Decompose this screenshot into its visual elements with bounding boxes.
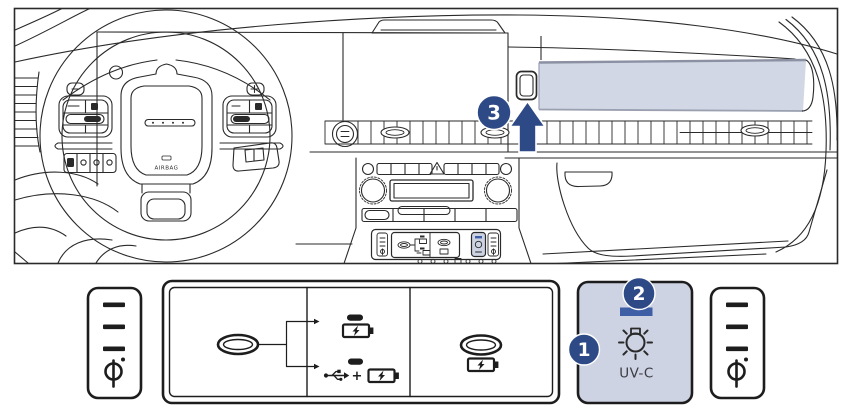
callout-3-badge [476,94,512,131]
left-stalk [54,142,113,150]
windshield-base-line [14,7,838,63]
branch-lines [257,318,320,370]
lower-left-switch-bank [63,152,117,174]
plus-sign: + [352,369,363,384]
seat-outline [14,171,137,264]
battery-charging-icon [341,323,374,339]
usb-c-port-icon [459,334,503,356]
callout-1-badge [567,333,601,366]
start-button [331,120,359,148]
callout-2-badge [622,276,656,311]
qi-wireless-charging-icon [727,357,748,388]
battery-charging-icon [367,368,399,384]
callout-1-number: 1 [578,340,591,361]
callout-2-number: 2 [633,284,646,305]
brand-logo-icon [161,155,172,161]
dash-vent-strip [324,120,813,145]
right-wheel-switch-pod [222,82,277,138]
left-wheel-switch-pod [58,82,113,138]
dash-end-cap [775,16,838,253]
uvc-button-panel: UV-C 2 1 [567,276,694,405]
device-bar-icon [347,314,363,321]
center-stack [295,157,532,265]
usb-charging-panel: + [161,279,561,405]
glove-box [542,162,828,265]
paddle-shifter [232,142,280,172]
battery-charging-icon [466,357,499,373]
usb-c-port-icon [216,333,260,356]
right-wireless-charging-pad [709,286,766,400]
charge-only-icons [341,314,374,339]
device-bar-icon [348,358,363,365]
console-uvc-button [470,231,487,258]
up-arrow-icon [508,100,547,153]
driver-door-vent [14,71,41,153]
uvc-label: UV-C [619,366,654,382]
illustration-frame [13,7,839,265]
callout-3-number: 3 [487,102,501,125]
left-wireless-charging-pad [86,286,143,400]
uvc-indicator-bar [620,307,653,316]
callout-3-group: 3 [476,94,547,153]
console-port-panel [370,228,502,264]
data-and-charge-icons: + [323,358,399,384]
usb-data-icon [323,369,350,381]
qi-wireless-charging-icon [104,357,125,388]
dash-seam-lines [309,151,838,159]
tray-open-button [515,36,542,101]
hazard-button-icon [429,161,445,175]
airbag-label: AIRBAG [155,166,179,172]
uv-lamp-icon [618,327,653,360]
uvc-tray-highlight [538,58,815,112]
